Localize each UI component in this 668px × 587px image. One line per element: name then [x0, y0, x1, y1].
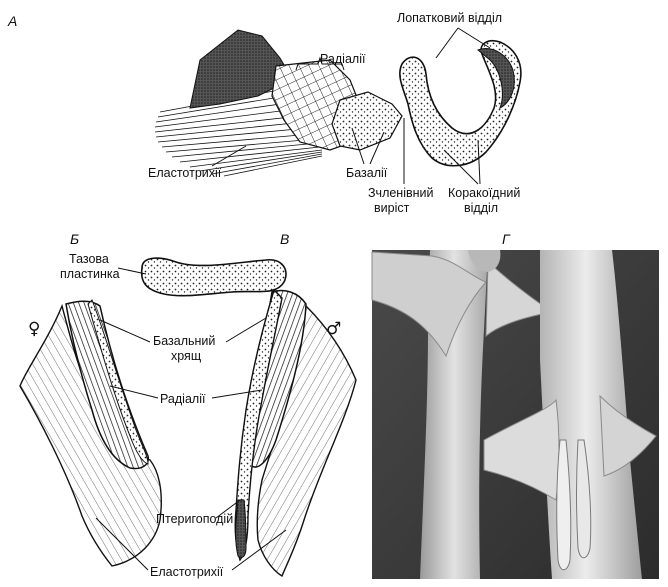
label-notch-line1: Зчленівний — [368, 186, 434, 200]
male-pterygopodium — [235, 499, 247, 559]
elastotrichia-rays — [154, 87, 323, 177]
bracket-radials-a — [295, 56, 345, 71]
scapulocoracoid — [399, 39, 522, 167]
leader-basal-1 — [99, 319, 151, 343]
label-notch-line2: виріст — [374, 201, 410, 215]
leader-coracoid-2 — [477, 139, 481, 185]
scapular-process — [477, 48, 515, 110]
leader-basal-2 — [225, 317, 267, 343]
clasper-left — [556, 439, 572, 571]
label-basal-cartilage-line1: Базальний — [153, 334, 215, 348]
leader-scapular-1 — [435, 27, 459, 59]
leader-pterygopodium — [215, 499, 241, 519]
pectoral-fin-drawing — [154, 29, 522, 177]
label-pterygopodium: Птеригоподій — [156, 512, 233, 526]
label-scapular-section: Лопатковий відділ — [397, 11, 502, 25]
leader-elastotrichia-2 — [231, 529, 287, 571]
pelvic-plate — [140, 257, 287, 297]
leader-basals-2 — [369, 131, 385, 165]
leader-elastotrichia-1 — [95, 517, 149, 571]
label-basals: Базалії — [346, 166, 388, 180]
label-pelvic-line2: пластинка — [60, 267, 120, 281]
female-pelvic-fin-photo — [371, 251, 487, 358]
male-basal-cartilage — [234, 288, 283, 562]
basals-block — [331, 91, 403, 151]
panel-label-v: В — [280, 231, 289, 247]
female-symbol: ♀ — [28, 319, 40, 339]
male-symbol: ♂ — [326, 319, 341, 339]
leader-coracoid-1 — [443, 149, 479, 185]
leader-elastotrichia-a — [211, 145, 247, 167]
leader-basals-1 — [351, 127, 365, 165]
label-coracoid-line1: Коракоїдний — [448, 186, 520, 200]
label-pelvic-line1: Тазова — [69, 252, 109, 266]
leader-scapular-2 — [457, 27, 491, 49]
female-pelvic-fin: ♀ — [19, 299, 162, 567]
label-basal-cartilage-line2: хрящ — [171, 349, 201, 363]
male-pelvic-fin: ♂ — [234, 288, 357, 578]
hand-thumb — [468, 250, 501, 272]
clasper-right — [576, 439, 592, 559]
male-pelvic-fin-photo-right — [599, 394, 657, 477]
leader-radials-1 — [109, 385, 159, 399]
leader-pelvic — [117, 267, 147, 275]
shark-photo — [371, 250, 659, 579]
leader-radials-2 — [211, 389, 263, 399]
label-elastotrichia-bv: Еластотрихії — [150, 565, 224, 579]
panel-label-a: А — [7, 13, 17, 29]
label-coracoid-line2: відділ — [464, 201, 498, 215]
female-basal-cartilage — [87, 299, 149, 465]
panel-label-g: Г — [502, 231, 511, 247]
label-radials-bv: Радіалії — [160, 392, 206, 406]
label-elastotrichia-a: Еластотрихії — [148, 166, 222, 180]
label-radials-a: Радіалії — [320, 52, 366, 66]
panel-label-b: Б — [70, 231, 79, 247]
